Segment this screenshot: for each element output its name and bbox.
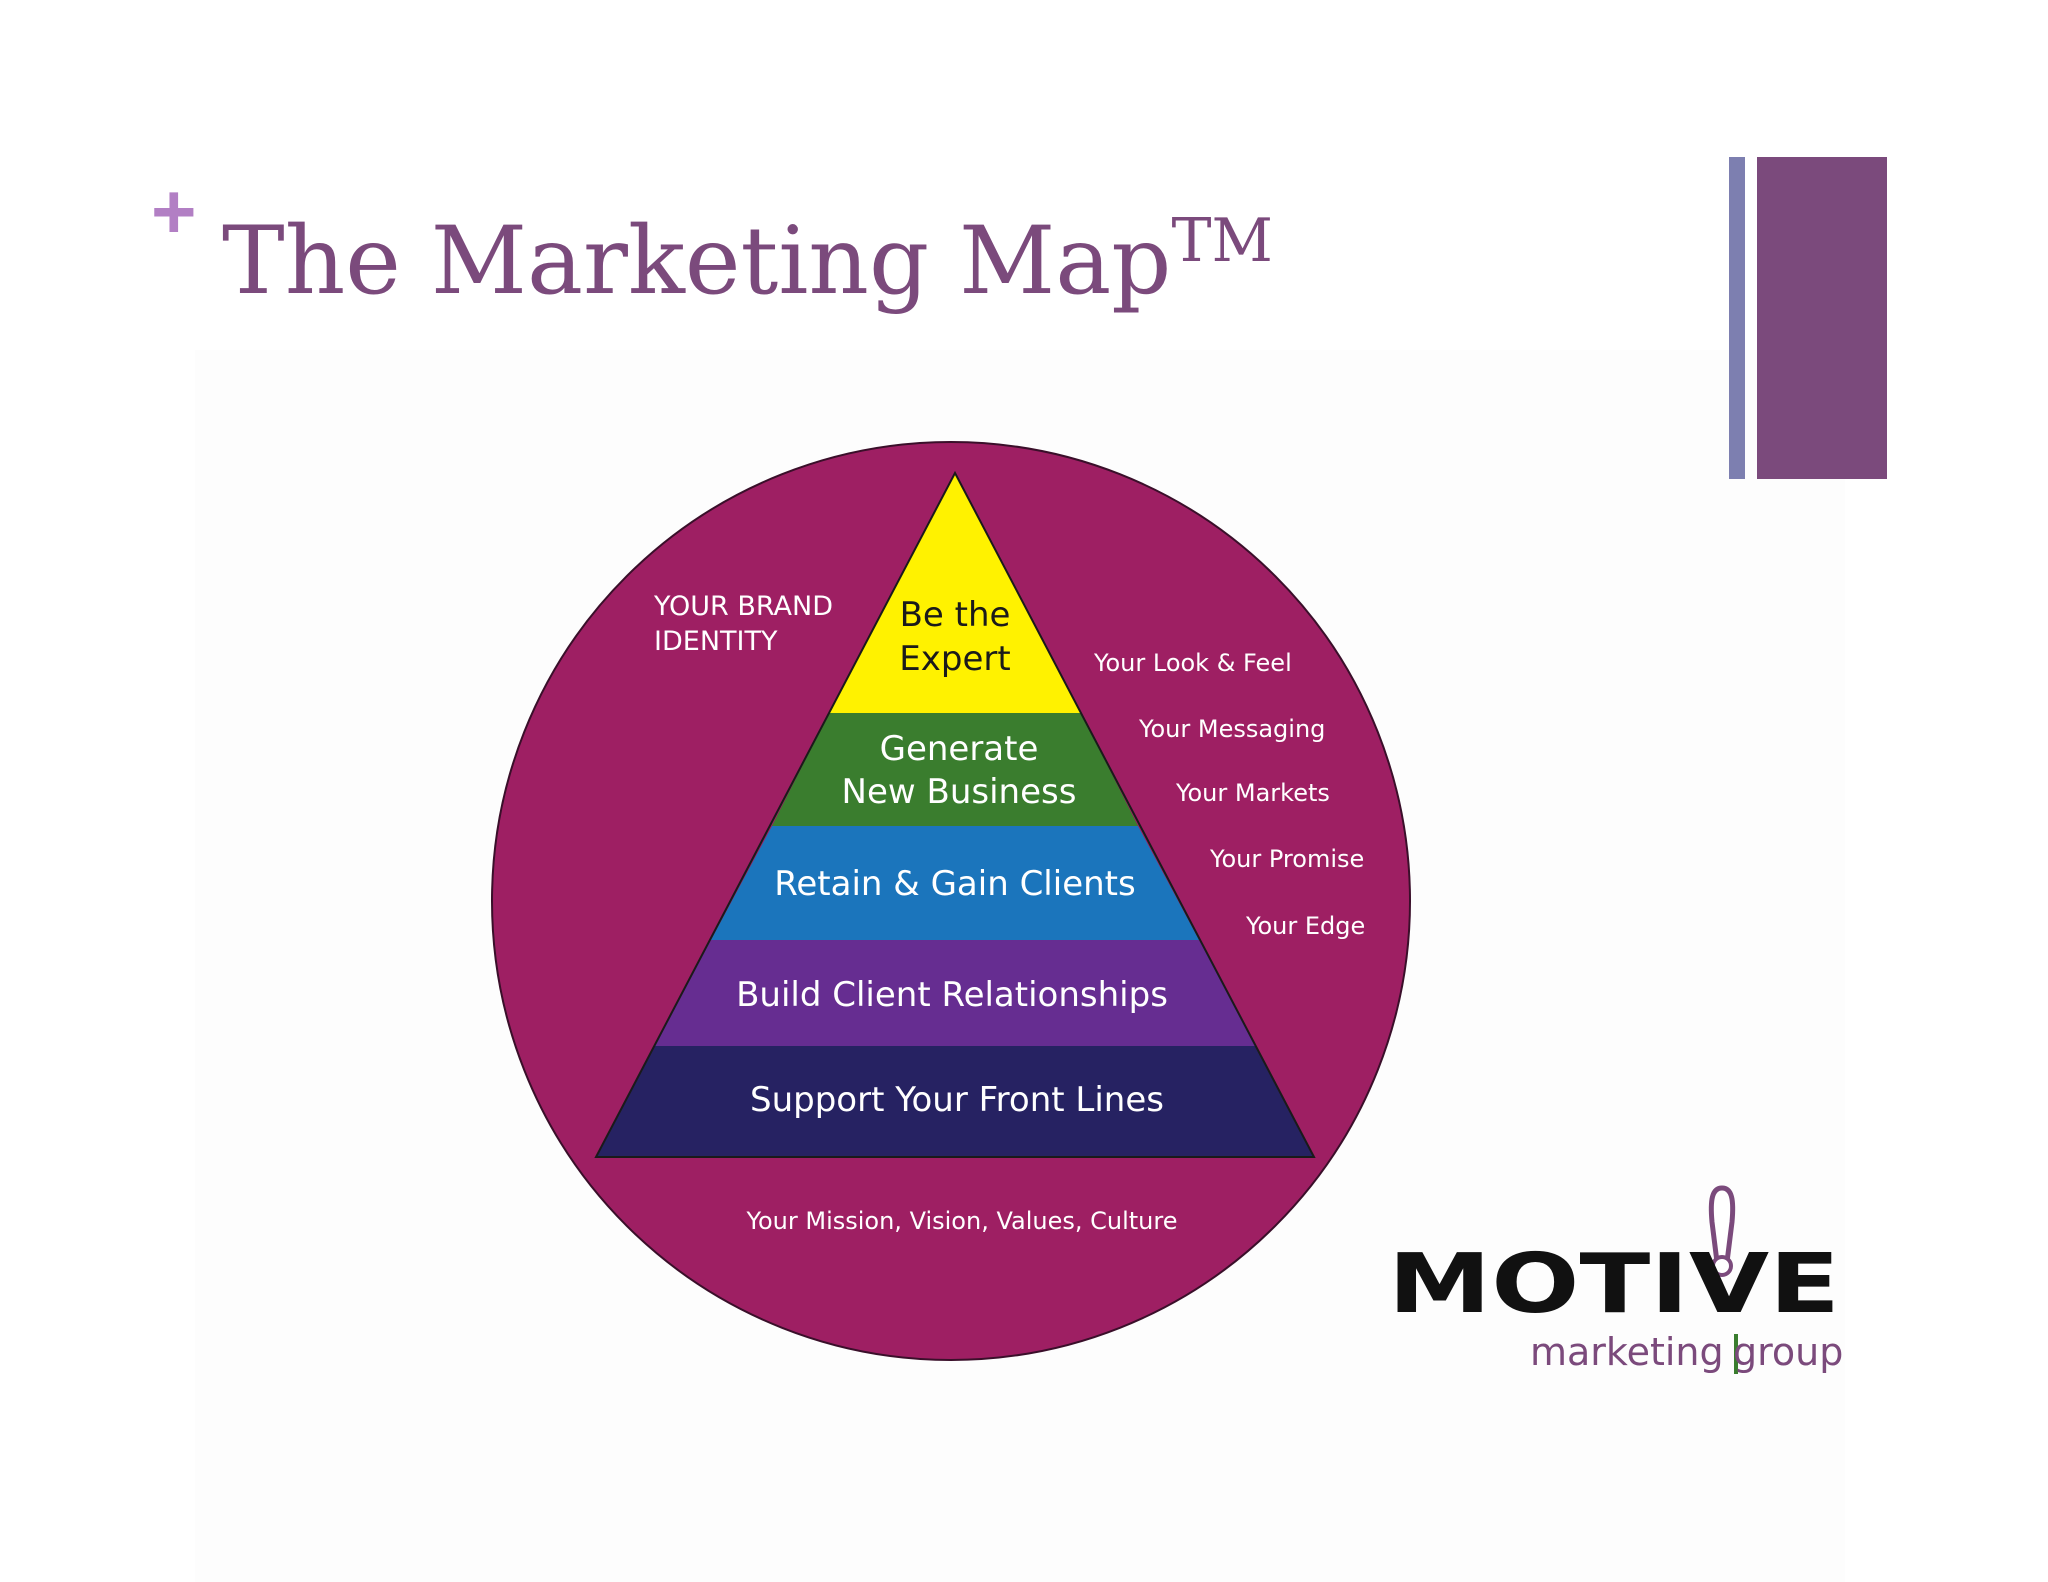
tier-label-new-business: New Business [842, 772, 1077, 812]
trademark-mark: TM [1171, 206, 1273, 276]
plus-icon: + [151, 167, 197, 255]
motive-logo: MOTIVE marketing group [1388, 1185, 1843, 1374]
logo-tagline-divider [1734, 1334, 1738, 1374]
slide-title: The Marketing MapTM [222, 206, 1273, 319]
tier-label-expert: Expert [899, 639, 1010, 679]
logo-tagline-group: group [1733, 1330, 1843, 1374]
logo-exclamation-icon [1708, 1185, 1736, 1277]
logo-tagline-marketing: marketing [1530, 1330, 1724, 1374]
brand-element-look-feel: Your Look & Feel [1093, 649, 1292, 677]
brand-element-promise: Your Promise [1209, 845, 1364, 873]
logo-wordmark: MOTIVE [1388, 1237, 1840, 1332]
pyramid-tier-support-front-lines [596, 1046, 1314, 1157]
tier-label-support-front-lines: Support Your Front Lines [750, 1080, 1164, 1120]
tier-label-generate: Generate [880, 729, 1039, 769]
pyramid-tier-retain-gain-clients [711, 826, 1199, 940]
pyramid-tier-generate-new-business [772, 713, 1138, 826]
tier-label-be-the: Be the [900, 595, 1011, 635]
foundation-label: Your Mission, Vision, Values, Culture [746, 1207, 1178, 1235]
brand-element-markets: Your Markets [1175, 779, 1330, 807]
pyramid-tier-build-client-relationships [654, 940, 1256, 1046]
tier-label-build-client-relationships: Build Client Relationships [736, 975, 1168, 1015]
pyramid-outline [594, 470, 1316, 1158]
brand-identity-label-line-1: YOUR BRAND [653, 591, 833, 622]
pyramid-tier-be-the-expert [829, 473, 1081, 713]
brand-element-messaging: Your Messaging [1138, 715, 1325, 743]
slide-title-text: The Marketing Map [222, 207, 1172, 316]
accent-bar-thin [1729, 157, 1745, 479]
brand-identity-label-line-2: IDENTITY [654, 626, 778, 657]
accent-bar-thick [1757, 157, 1887, 479]
pyramid [594, 470, 1316, 1158]
brand-element-edge: Your Edge [1245, 912, 1365, 940]
tier-label-retain-gain-clients: Retain & Gain Clients [774, 864, 1135, 904]
